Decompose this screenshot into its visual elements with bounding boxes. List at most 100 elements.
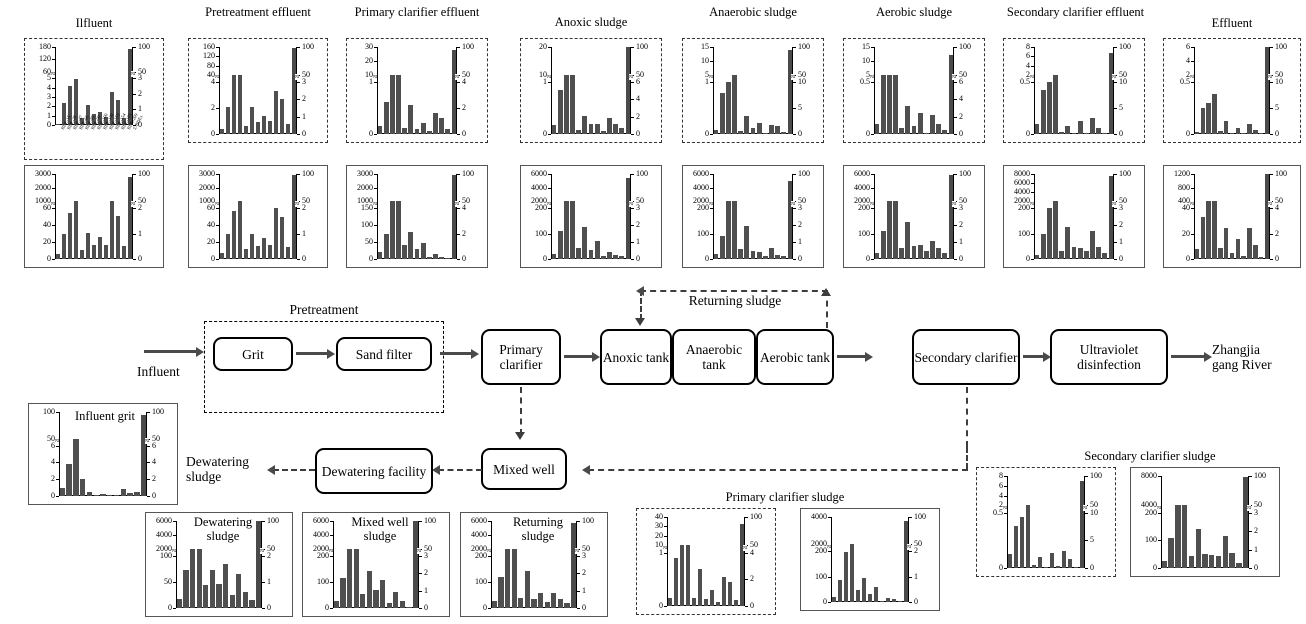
returning-sludge-right-riser xyxy=(826,290,828,328)
y-tick-label-left: 6000 xyxy=(531,169,547,178)
y-axis-right xyxy=(575,521,577,608)
tick-mark xyxy=(419,521,422,522)
plot-area xyxy=(219,47,297,134)
bar-total xyxy=(1079,480,1085,568)
tick-mark xyxy=(1031,192,1034,194)
chart-title-mixed-well-sludge: Mixed well sludge xyxy=(351,515,409,543)
y-tick-label-left: 1000 xyxy=(35,196,51,206)
y-tick-label-right: 50 xyxy=(582,543,590,553)
flow-box-primary-clarifier[interactable]: Primary clarifier xyxy=(481,329,561,385)
tick-mark xyxy=(374,134,377,135)
bar-congener xyxy=(600,255,606,259)
bar-congener xyxy=(551,124,557,134)
y-tick-label-left: 6 xyxy=(1186,42,1190,51)
bar-congener xyxy=(849,544,855,602)
tick-mark xyxy=(488,521,491,522)
tick-mark xyxy=(631,225,634,226)
y-tick-label-left: 3 xyxy=(47,91,51,101)
y-tick-label-right: 2 xyxy=(959,220,963,229)
y-tick-label-left: 0 xyxy=(543,254,547,263)
returning-sludge-left-drop xyxy=(640,290,642,320)
bar-congener xyxy=(402,127,408,134)
bar-series xyxy=(1034,47,1114,134)
bar-series xyxy=(333,521,419,608)
tick-mark xyxy=(1249,549,1252,551)
y-tick-label-left: 2000 xyxy=(693,196,709,206)
y-tick-label-right: 2 xyxy=(636,111,640,121)
y-tick-label-left: 4 xyxy=(51,457,55,467)
bar-total xyxy=(948,55,954,134)
bar-congener xyxy=(738,131,744,134)
bar-congener xyxy=(109,201,115,259)
tick-mark xyxy=(793,174,796,175)
plot-area xyxy=(1007,476,1085,568)
y-tick-label-left: 4 xyxy=(211,76,215,86)
bar-congener xyxy=(73,201,79,259)
tick-mark xyxy=(297,116,300,118)
bar-congener xyxy=(518,597,524,608)
bar-congener xyxy=(1215,556,1222,568)
bar-congener xyxy=(229,595,235,608)
y-axis-right xyxy=(417,521,419,608)
flow-box-dewatering-facility[interactable]: Dewatering facility xyxy=(315,448,433,494)
flow-box-aerobic-tank[interactable]: Aerobic tank xyxy=(756,329,834,385)
bar-congener xyxy=(237,201,243,259)
bar-congener xyxy=(887,201,892,259)
bar-congener xyxy=(85,232,91,259)
tick-mark xyxy=(1004,512,1007,514)
y-tick-label-left: 60 xyxy=(43,203,51,212)
tick-mark xyxy=(52,115,55,117)
tick-mark xyxy=(147,462,150,464)
bar-series xyxy=(874,174,954,259)
tick-mark xyxy=(419,590,422,592)
y-tick-label-right: 3 xyxy=(138,73,142,83)
y-tick-label-right: 1 xyxy=(636,237,640,246)
plot-area xyxy=(874,174,954,259)
y-tick-label-right: 3 xyxy=(1254,507,1258,517)
tick-mark xyxy=(374,259,377,260)
y-tick-label-left: 2 xyxy=(1186,69,1190,79)
y-tick-label-left: 6000 xyxy=(854,169,870,178)
y-tick-label-left: 4 xyxy=(1026,60,1030,70)
bar-congener xyxy=(231,74,237,134)
flow-box-uv-disinfection[interactable]: Ultraviolet disinfection xyxy=(1050,329,1168,385)
tick-mark xyxy=(374,187,377,189)
flow-box-sand-filter[interactable]: Sand filter xyxy=(336,337,432,371)
y-axis-right xyxy=(295,47,297,134)
y-tick-label-left: 3000 xyxy=(357,169,373,178)
tick-mark xyxy=(1270,208,1273,209)
y-tick-label-left: 0 xyxy=(369,129,373,138)
y-tick-label-left: 2 xyxy=(211,102,215,112)
bar-congener xyxy=(923,132,929,134)
y-tick-label-right: 100 xyxy=(302,42,314,51)
y-tick-label-left: 100 xyxy=(535,228,547,238)
y-tick-label-left: 0 xyxy=(823,597,827,606)
tick-mark xyxy=(548,233,551,235)
bar-congener xyxy=(420,122,426,134)
aerobic-to-secondary-line xyxy=(837,355,867,358)
y-tick-label-left: 4000 xyxy=(531,182,547,192)
y-tick-label-right: 2 xyxy=(582,568,586,578)
bar-congener xyxy=(183,570,189,608)
axis-break-marker: ≈ xyxy=(827,541,832,551)
flow-box-secondary-clarifier[interactable]: Secondary clarifier xyxy=(912,329,1020,385)
y-tick-label-right: 0 xyxy=(1275,254,1279,263)
bar-congener xyxy=(1200,107,1205,134)
tick-mark xyxy=(488,555,491,557)
bar-congener xyxy=(837,580,843,602)
bar-total xyxy=(1108,175,1114,259)
flow-box-grit[interactable]: Grit xyxy=(213,337,293,371)
axis-break-marker: ≈ xyxy=(487,546,492,556)
bar-congener xyxy=(879,600,885,602)
flow-box-anoxic-tank[interactable]: Anoxic tank xyxy=(600,329,672,385)
y-tick-label-left: 1000 xyxy=(199,196,215,206)
tick-mark xyxy=(828,551,831,552)
bar-congener xyxy=(564,603,570,608)
flow-box-mixed-well[interactable]: Mixed well xyxy=(481,448,567,490)
bar-congener xyxy=(91,113,97,125)
flow-box-anaerobic-tank[interactable]: Anaerobic tank xyxy=(672,329,756,385)
bar-congener xyxy=(377,126,383,134)
bar-congener xyxy=(66,464,72,496)
y-tick-label-left: 20 xyxy=(655,530,663,540)
